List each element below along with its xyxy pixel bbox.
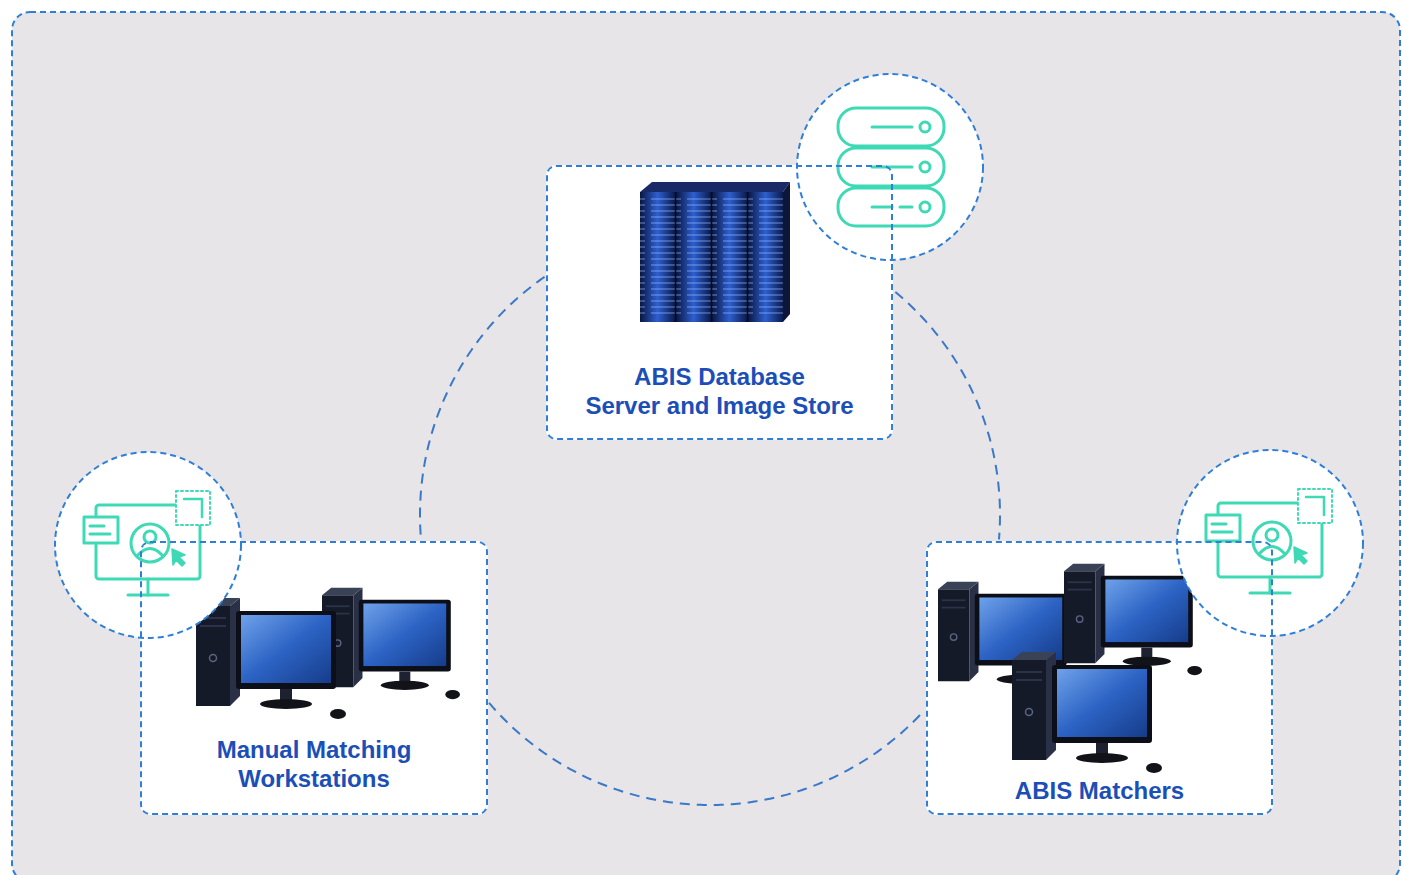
- database-icon: [838, 108, 944, 146]
- server-rack-illustration: [675, 192, 677, 322]
- node-label: ABIS Database Server and Image Store: [585, 362, 853, 420]
- background-art: [84, 491, 210, 595]
- computer-group: [196, 598, 346, 719]
- server-rack-illustration: [640, 182, 790, 192]
- icon-badge: [1177, 450, 1363, 636]
- server-rack-illustration: [783, 182, 790, 322]
- outer-panel: [12, 12, 1400, 875]
- dashed-connector: [895, 292, 1000, 539]
- database-icon: [920, 162, 930, 172]
- node-fill: [140, 165, 1273, 815]
- node-box: Manual Matching Workstations: [140, 541, 488, 815]
- icon-badge: [55, 452, 241, 638]
- node-label: Manual Matching Workstations: [217, 735, 412, 793]
- database-icon: [872, 206, 892, 209]
- database-icon: [872, 126, 912, 129]
- node-label: ABIS Matchers: [1015, 776, 1184, 805]
- server-rack-illustration: [747, 192, 749, 322]
- database-icon: [838, 188, 944, 226]
- icon-badge: [55, 74, 1363, 638]
- database-icon: [838, 108, 944, 226]
- server-rack-illustration: [640, 182, 790, 322]
- dashed-connector: [420, 277, 545, 539]
- computer-group: [1064, 564, 1202, 675]
- computer-group: [1012, 652, 1162, 773]
- database-icon: [838, 148, 944, 186]
- server-rack-illustration: [711, 192, 713, 322]
- database-icon: [920, 202, 930, 212]
- node-box: ABIS Matchers: [926, 541, 1273, 815]
- icon-badge: [797, 74, 983, 260]
- database-icon: [900, 206, 912, 209]
- node-box: ABIS Database Server and Image Store: [546, 165, 893, 440]
- dashed-connector: [489, 703, 924, 805]
- computer-group: [322, 588, 460, 699]
- database-icon: [920, 122, 930, 132]
